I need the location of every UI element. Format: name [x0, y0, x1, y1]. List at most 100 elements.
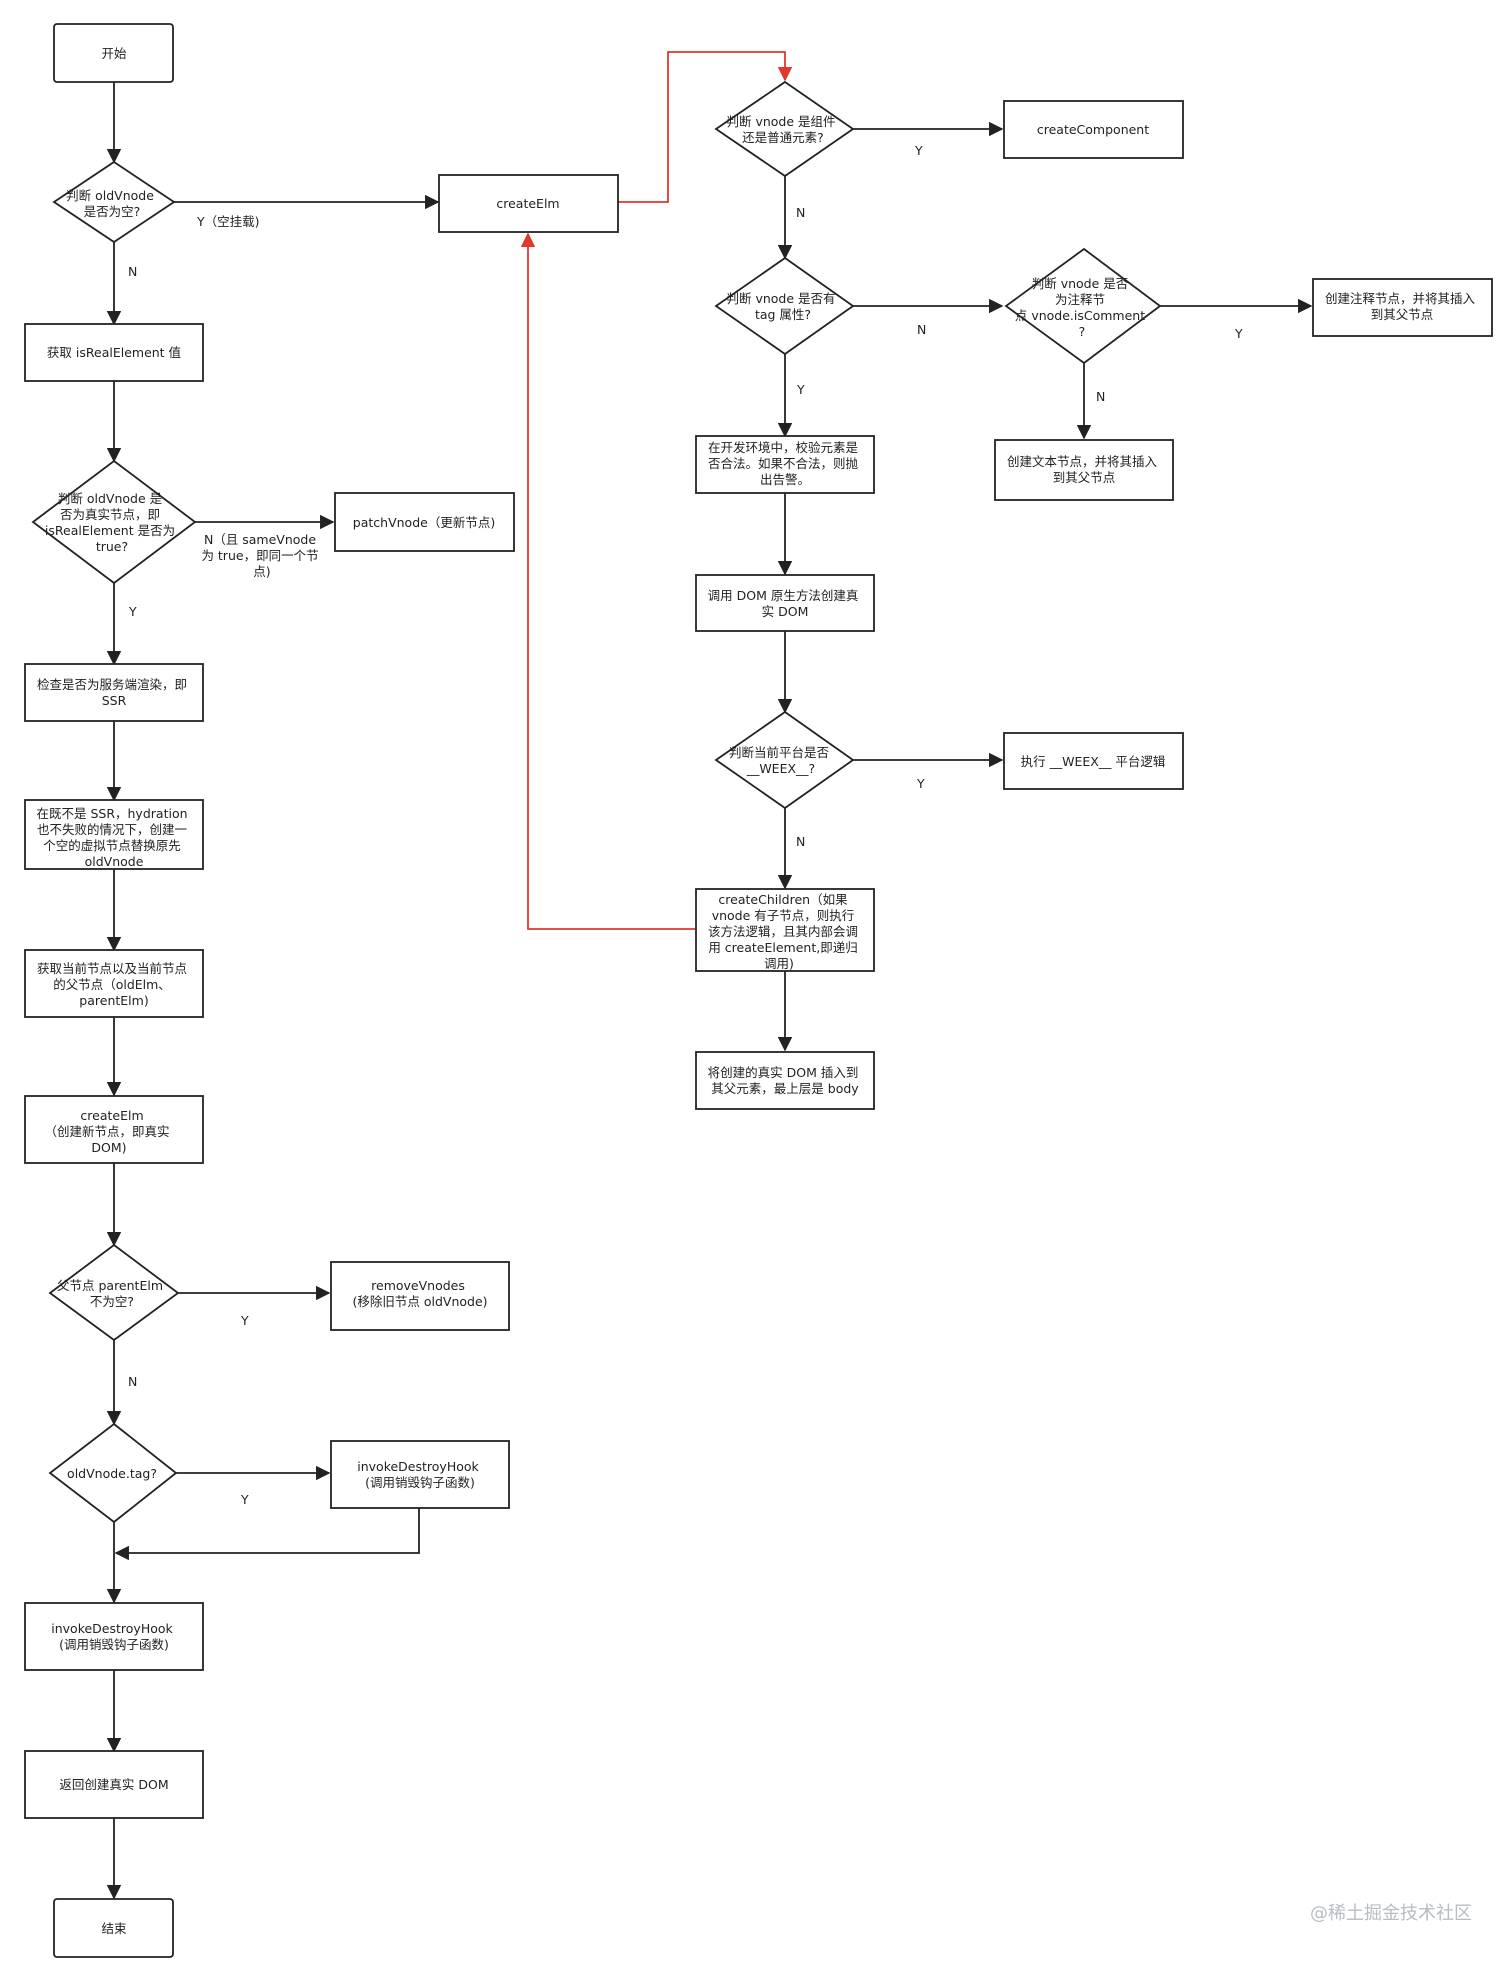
check-ssr-line-2: SSR	[102, 693, 127, 708]
label-n-has-tag: N	[917, 322, 926, 337]
start-node	[53, 23, 174, 83]
end-label: 结束	[101, 1921, 127, 1936]
decision-old-tag	[48, 1422, 178, 1524]
call-dom-label: 调用 DOM 原生方法创建真 实 DOM	[708, 588, 863, 619]
create-elm-mid-label: createElm	[496, 196, 559, 211]
label-n-comment: N	[1096, 389, 1105, 404]
label-y-parent: Y	[240, 1313, 249, 1328]
create-comment-line-1: 创建注释节点，并将其插入	[1325, 291, 1476, 306]
label-n-old-empty: N	[128, 264, 137, 279]
get-parent-box	[24, 949, 204, 1018]
component-label: 判断 vnode 是组件 还是普通元素?	[726, 114, 839, 145]
get-parent-line-3: parentElm)	[79, 993, 148, 1008]
old-empty-line-1: 判断 oldVnode	[66, 188, 154, 203]
nodes	[24, 23, 1493, 1958]
has-tag-label: 判断 vnode 是否有 tag 属性?	[726, 291, 839, 322]
is-real-line-2: 否为真实节点，即	[60, 507, 160, 522]
create-children-label: createChildren（如果 vnode 有子节点，则执行 该方法逻辑，且…	[708, 892, 862, 971]
component-line-1: 判断 vnode 是组件	[726, 114, 835, 129]
get-parent-label: 获取当前节点以及当前节点 的父节点（oldElm、 parentElm)	[37, 961, 191, 1008]
validate-line-3: 出告警。	[760, 472, 810, 487]
label-y-old-tag: Y	[240, 1492, 249, 1507]
invoke-hook-right-line-1: invokeDestroyHook	[357, 1459, 479, 1474]
decision-component	[714, 80, 855, 178]
invoke-hook-left-box	[24, 1602, 204, 1671]
create-elm-mid-box	[438, 174, 619, 233]
decision-parent-empty	[48, 1243, 180, 1342]
create-component-box	[1003, 100, 1184, 159]
is-real-line-1: 判断 oldVnode 是	[58, 491, 163, 506]
weex-line-2: __WEEX__?	[746, 761, 815, 776]
label-y-has-tag: Y	[796, 382, 805, 397]
patch-vnode-box	[334, 492, 515, 552]
is-comment-line-4: ?	[1079, 324, 1086, 339]
decision-has-tag	[714, 256, 855, 356]
label-n-same-vnode: N（且 sameVnode 为 true，即同一个节 点)	[201, 532, 322, 579]
create-comment-line-2: 到其父节点	[1371, 307, 1434, 322]
decision-weex	[714, 710, 855, 810]
label-n-component: N	[796, 205, 805, 220]
remove-vnodes-line-1: removeVnodes	[371, 1278, 465, 1293]
return-dom-label: 返回创建真实 DOM	[59, 1777, 168, 1792]
invoke-hook-left-line-2: (调用销毁钩子函数)	[59, 1637, 169, 1652]
call-dom-line-2: 实 DOM	[762, 604, 809, 619]
call-dom-line-1: 调用 DOM 原生方法创建真	[708, 588, 859, 603]
create-empty-box	[24, 799, 204, 870]
label-y-is-real: Y	[128, 604, 137, 619]
create-children-line-5: 调用)	[764, 956, 794, 971]
call-dom-box	[695, 574, 875, 632]
component-line-2: 还是普通元素?	[742, 130, 824, 145]
create-elm-left-label: createElm （创建新节点，即真实 DOM)	[45, 1108, 174, 1155]
validate-line-2: 否合法。如果不合法，则抛	[708, 456, 858, 471]
old-empty-line-2: 是否为空?	[84, 204, 141, 219]
decision-old-empty	[52, 160, 176, 244]
is-real-line-3: isRealElement 是否为	[45, 523, 175, 538]
end-node	[53, 1898, 174, 1958]
has-tag-line-2: tag 属性?	[755, 307, 811, 322]
create-empty-line-2: 也不失败的情况下，创建一	[37, 822, 187, 837]
invoke-hook-left-label: invokeDestroyHook (调用销毁钩子函数)	[51, 1621, 176, 1652]
connectors-right	[777, 121, 1313, 1052]
is-comment-line-3: 点 vnode.isComment	[1015, 308, 1145, 323]
validate-box	[695, 435, 875, 494]
invoke-hook-right-label: invokeDestroyHook (调用销毁钩子函数)	[357, 1459, 482, 1490]
parent-empty-label: 父节点 parentElm 不为空?	[57, 1278, 167, 1309]
insert-dom-label: 将创建的真实 DOM 插入到 其父元素，最上层是 body	[708, 1065, 863, 1096]
label-y-component: Y	[914, 143, 923, 158]
remove-vnodes-line-2: (移除旧节点 oldVnode)	[352, 1294, 487, 1309]
create-text-box	[994, 439, 1174, 501]
label-n-parent: N	[128, 1374, 137, 1389]
old-tag-label: oldVnode.tag?	[67, 1466, 157, 1481]
label-y-weex: Y	[916, 776, 925, 791]
insert-dom-box	[695, 1051, 875, 1110]
get-is-real-label: 获取 isRealElement 值	[47, 345, 181, 360]
create-children-line-2: vnode 有子节点，则执行	[712, 908, 855, 923]
is-comment-line-1: 判断 vnode 是否	[1032, 276, 1129, 291]
invoke-hook-right-box	[330, 1440, 510, 1509]
create-children-line-4: 用 createElement,即递归	[708, 940, 857, 955]
create-elm-left-line-3: DOM)	[91, 1140, 126, 1155]
parent-empty-line-2: 不为空?	[90, 1294, 134, 1309]
exec-weex-label: 执行 __WEEX__ 平台逻辑	[1021, 754, 1166, 769]
create-text-line-2: 到其父节点	[1053, 470, 1116, 485]
parent-empty-line-1: 父节点 parentElm	[57, 1278, 163, 1293]
watermark: @稀土掘金技术社区	[1310, 1903, 1472, 1924]
create-elm-left-box	[24, 1095, 204, 1164]
connectors-left	[106, 82, 440, 1900]
create-elm-left-line-1: createElm	[80, 1108, 143, 1123]
remove-vnodes-label: removeVnodes (移除旧节点 oldVnode)	[352, 1278, 487, 1309]
return-dom-box	[24, 1750, 204, 1819]
decision-is-real	[31, 459, 197, 585]
create-text-label: 创建文本节点，并将其插入 到其父节点	[1007, 454, 1161, 485]
n-same-vnode-line-2: 为 true，即同一个节	[201, 548, 318, 563]
check-ssr-label: 检查是否为服务端渲染，即 SSR	[37, 677, 191, 708]
get-parent-line-2: 的父节点（oldElm、	[53, 977, 171, 992]
validate-line-1: 在开发环境中，校验元素是	[708, 440, 859, 455]
invoke-hook-left-line-1: invokeDestroyHook	[51, 1621, 173, 1636]
edge-labels: Y（空挂载) N N（且 sameVnode 为 true，即同一个节 点) Y…	[128, 143, 1243, 1507]
create-empty-line-3: 个空的虚拟节点替换原先	[43, 838, 181, 853]
exec-weex-box	[1003, 732, 1184, 790]
validate-label: 在开发环境中，校验元素是 否合法。如果不合法，则抛 出告警。	[708, 440, 862, 487]
old-empty-label: 判断 oldVnode 是否为空?	[66, 188, 158, 219]
